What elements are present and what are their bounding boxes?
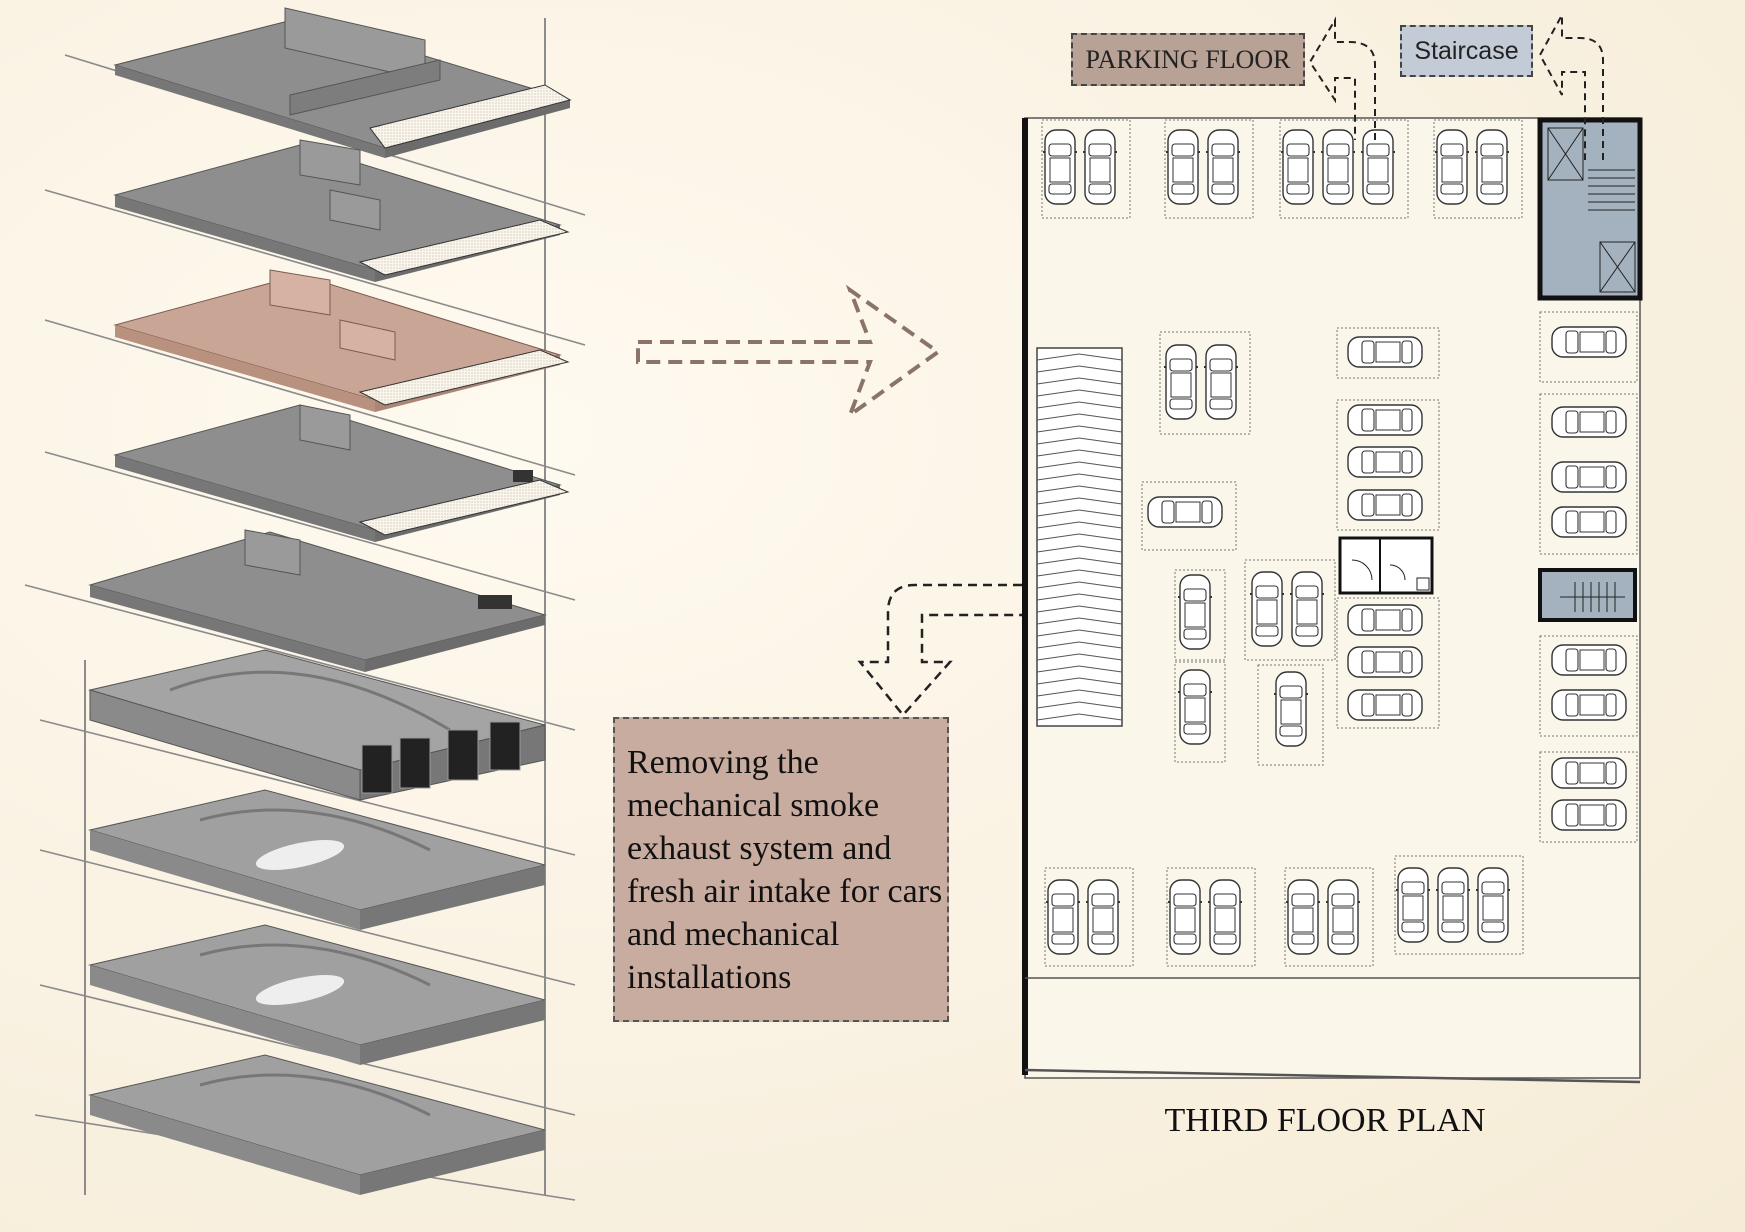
car-icon bbox=[1551, 406, 1627, 438]
dashed-arrow-up-left-icon bbox=[1308, 16, 1376, 140]
car-icon bbox=[1347, 646, 1423, 678]
exploded-axonometric bbox=[24, 7, 586, 1201]
car-icon bbox=[1273, 671, 1309, 747]
car-icon bbox=[1280, 129, 1316, 205]
car-icon bbox=[1082, 129, 1118, 205]
staircase-label: Staircase bbox=[1400, 25, 1533, 77]
dashed-arrow-right-icon bbox=[636, 284, 942, 421]
car-icon bbox=[1551, 644, 1627, 676]
car-icon bbox=[1207, 879, 1243, 955]
note-text: Removing the mechanical smoke exhaust sy… bbox=[627, 744, 943, 996]
parking-floor-text: PARKING FLOOR bbox=[1085, 44, 1291, 74]
car-icon bbox=[1551, 689, 1627, 721]
third-floor-plan bbox=[1022, 117, 1643, 1084]
car-icon bbox=[1347, 404, 1423, 436]
axon-floor-9 bbox=[88, 1054, 546, 1195]
car-icon bbox=[1289, 571, 1325, 647]
car-icon bbox=[1347, 446, 1423, 478]
car-icon bbox=[1045, 879, 1081, 955]
axon-floor-highlighted bbox=[113, 269, 570, 412]
car-icon bbox=[1475, 867, 1511, 943]
dashed-arrow-down-icon bbox=[857, 583, 1022, 717]
axon-floor-2 bbox=[113, 139, 570, 282]
axon-floor-7 bbox=[88, 789, 546, 930]
parking-floor-label: PARKING FLOOR bbox=[1071, 33, 1305, 86]
car-icon bbox=[1551, 326, 1627, 358]
stair-core-top bbox=[1537, 117, 1643, 301]
car-icon bbox=[1320, 129, 1356, 205]
car-icon bbox=[1347, 336, 1423, 368]
axon-floor-6 bbox=[88, 649, 546, 801]
axon-floor-roof bbox=[113, 7, 572, 158]
stair-icon bbox=[1538, 568, 1637, 622]
plan-title: THIRD FLOOR PLAN bbox=[1164, 1102, 1486, 1139]
car-icon bbox=[1551, 757, 1627, 789]
car-icon bbox=[1285, 879, 1321, 955]
car-icon bbox=[1177, 669, 1213, 745]
staircase-text: Staircase bbox=[1414, 36, 1519, 65]
car-icon bbox=[1203, 344, 1239, 420]
car-icon bbox=[1347, 604, 1423, 636]
car-icon bbox=[1042, 129, 1078, 205]
car-icon bbox=[1360, 129, 1396, 205]
car-icon bbox=[1177, 574, 1213, 650]
ramp-icon bbox=[1036, 347, 1123, 727]
axon-floor-8 bbox=[88, 924, 546, 1065]
car-icon bbox=[1395, 867, 1431, 943]
car-icon bbox=[1434, 129, 1470, 205]
car-icon bbox=[1167, 879, 1203, 955]
car-icon bbox=[1325, 879, 1361, 955]
car-icon bbox=[1551, 506, 1627, 538]
parking-spaces bbox=[1041, 119, 1638, 967]
car-icon bbox=[1435, 867, 1471, 943]
dashed-arrow-up-left-icon bbox=[1538, 14, 1604, 160]
car-icon bbox=[1085, 879, 1121, 955]
car-icon bbox=[1474, 129, 1510, 205]
axon-floor-4 bbox=[113, 404, 570, 542]
car-icon bbox=[1249, 571, 1285, 647]
car-icon bbox=[1165, 129, 1201, 205]
car-icon bbox=[1347, 689, 1423, 721]
car-icon bbox=[1147, 496, 1223, 528]
car-icon bbox=[1205, 129, 1241, 205]
car-icon bbox=[1551, 461, 1627, 493]
elevator-box bbox=[1338, 536, 1434, 595]
car-icon bbox=[1347, 489, 1423, 521]
car-icon bbox=[1163, 344, 1199, 420]
note-box: Removing the mechanical smoke exhaust sy… bbox=[613, 717, 949, 1022]
axon-floor-5 bbox=[88, 529, 547, 672]
car-icon bbox=[1551, 799, 1627, 831]
